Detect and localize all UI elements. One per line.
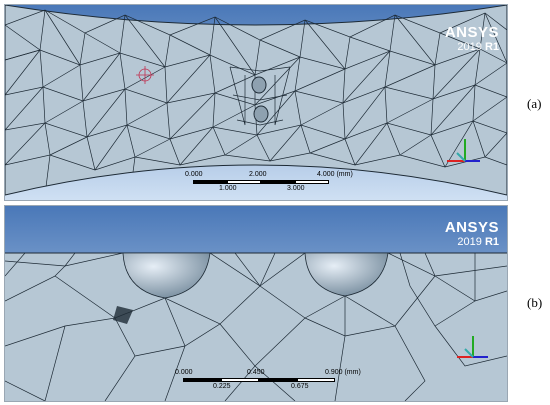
scale-tick-label: 0.450 [247, 369, 265, 376]
panel-label-a: (a) [527, 96, 542, 111]
scale-segment [221, 378, 259, 382]
panel-label-b: (b) [527, 295, 543, 310]
scale-tick-label: 2.000 [249, 171, 267, 178]
scale-bar-a: 0.000 2.000 4.000 (mm) 1.000 3.000 [185, 171, 353, 195]
scale-tick-label: 0.225 [213, 383, 231, 390]
scale-segment [193, 180, 227, 184]
scale-tick-label: 0.900 (mm) [325, 369, 361, 376]
probe-marker-icon [136, 66, 154, 84]
mesh-view-panel-b[interactable]: ANSYS 2019 R1 0.000 0.450 0.900 (mm) 0.2… [4, 205, 508, 402]
scale-segment [227, 180, 261, 184]
mesh-render-b [5, 206, 507, 401]
mesh-view-panel-a[interactable]: ANSYS 2019 R1 0.000 2.000 4.000 (mm) 1.0… [4, 4, 508, 201]
mesh-render-a [5, 5, 507, 200]
scale-tick-label: 1.000 [219, 185, 237, 192]
scale-tick-label: 4.000 (mm) [317, 171, 353, 178]
ansys-logo: ANSYS 2019 R1 [445, 25, 499, 53]
scale-tick-label: 0.000 [185, 171, 203, 178]
mesh-lines-a [5, 9, 507, 195]
ansys-version-text: 2019 [457, 41, 482, 53]
scale-tick-label: 0.675 [291, 383, 309, 390]
ansys-logo: ANSYS 2019 R1 [445, 220, 499, 248]
scale-segment [259, 378, 297, 382]
ansys-brand-text: ANSYS [444, 219, 499, 236]
scale-segment [183, 378, 221, 382]
ansys-brand-text: ANSYS [444, 24, 499, 41]
coordinate-triad-icon [447, 139, 480, 162]
scale-segment [297, 378, 335, 382]
ansys-release-text: R1 [484, 236, 499, 248]
coordinate-triad-icon [457, 336, 488, 358]
scale-tick-label: 3.000 [287, 185, 305, 192]
scale-bar-b: 0.000 0.450 0.900 (mm) 0.225 0.675 [175, 369, 375, 393]
mesh-lines-b [5, 252, 507, 401]
ansys-release-text: R1 [484, 41, 499, 53]
scale-segment [295, 180, 329, 184]
scale-segment [261, 180, 295, 184]
ansys-version-text: 2019 [457, 236, 482, 248]
scale-tick-label: 0.000 [175, 369, 193, 376]
hole-upper [251, 76, 267, 94]
hole-lower [253, 105, 269, 123]
